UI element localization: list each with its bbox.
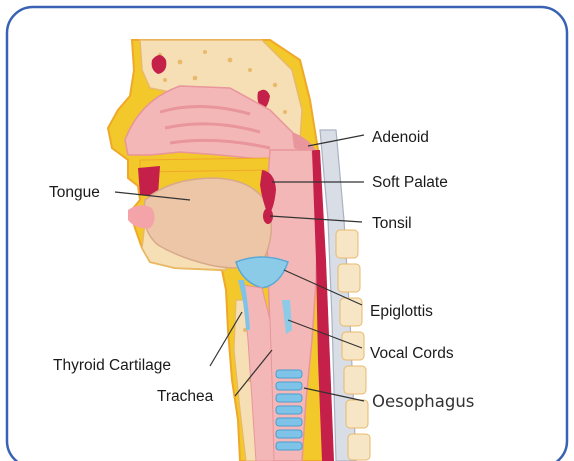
label-tonsil: Tonsil	[372, 215, 412, 232]
label-epiglottis: Epiglottis	[370, 303, 433, 320]
lower-lip	[128, 205, 155, 228]
label-trachea: Trachea	[157, 388, 214, 405]
label-adenoid: Adenoid	[372, 129, 429, 146]
label-thyroid-cartilage: Thyroid Cartilage	[53, 357, 171, 374]
label-oesophagus: Oesophagus	[372, 392, 474, 411]
label-soft-palate: Soft Palate	[372, 174, 448, 191]
label-vocal-cords: Vocal Cords	[370, 345, 454, 362]
trachea-rings	[276, 370, 302, 450]
hard-palate	[140, 158, 275, 172]
upper-lip	[138, 166, 160, 195]
label-tongue: Tongue	[49, 184, 100, 201]
